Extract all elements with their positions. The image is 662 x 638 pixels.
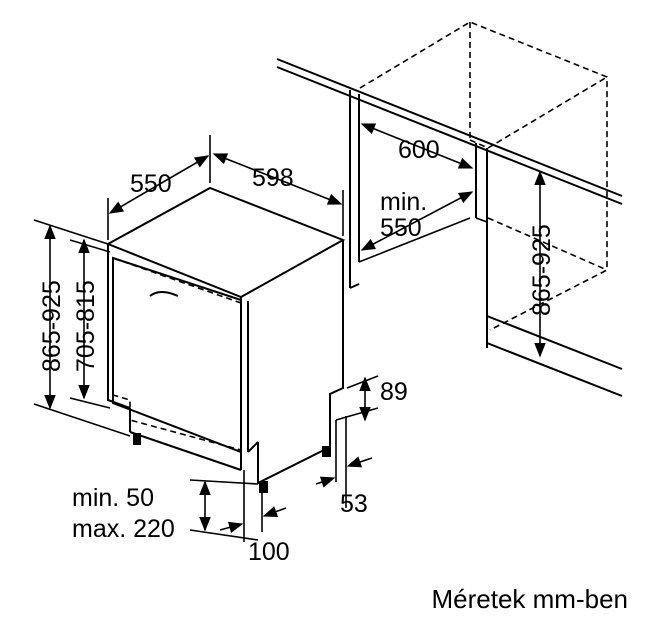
plinth-depth-label: 53 — [340, 490, 368, 518]
min-height-label: min. 50 — [72, 484, 154, 512]
max-height-label: max. 220 — [72, 515, 175, 543]
units-caption: Méretek mm-ben — [431, 584, 629, 614]
door-height-label: 705-815 — [72, 280, 100, 372]
cabinet-niche — [276, 21, 623, 397]
foot-offset-label: 100 — [248, 538, 290, 566]
niche-height-label: 865-925 — [528, 224, 556, 316]
plinth-height-label: 89 — [380, 378, 408, 406]
width-label: 598 — [252, 164, 294, 192]
niche-min-label: min. — [380, 188, 427, 216]
niche-width-label: 600 — [398, 136, 440, 164]
niche-min-depth-label: 550 — [380, 214, 422, 242]
dimension-lines — [33, 123, 546, 542]
depth-label: 550 — [130, 170, 172, 198]
total-height-label: 865-925 — [38, 280, 66, 372]
dishwasher-body — [105, 186, 346, 493]
